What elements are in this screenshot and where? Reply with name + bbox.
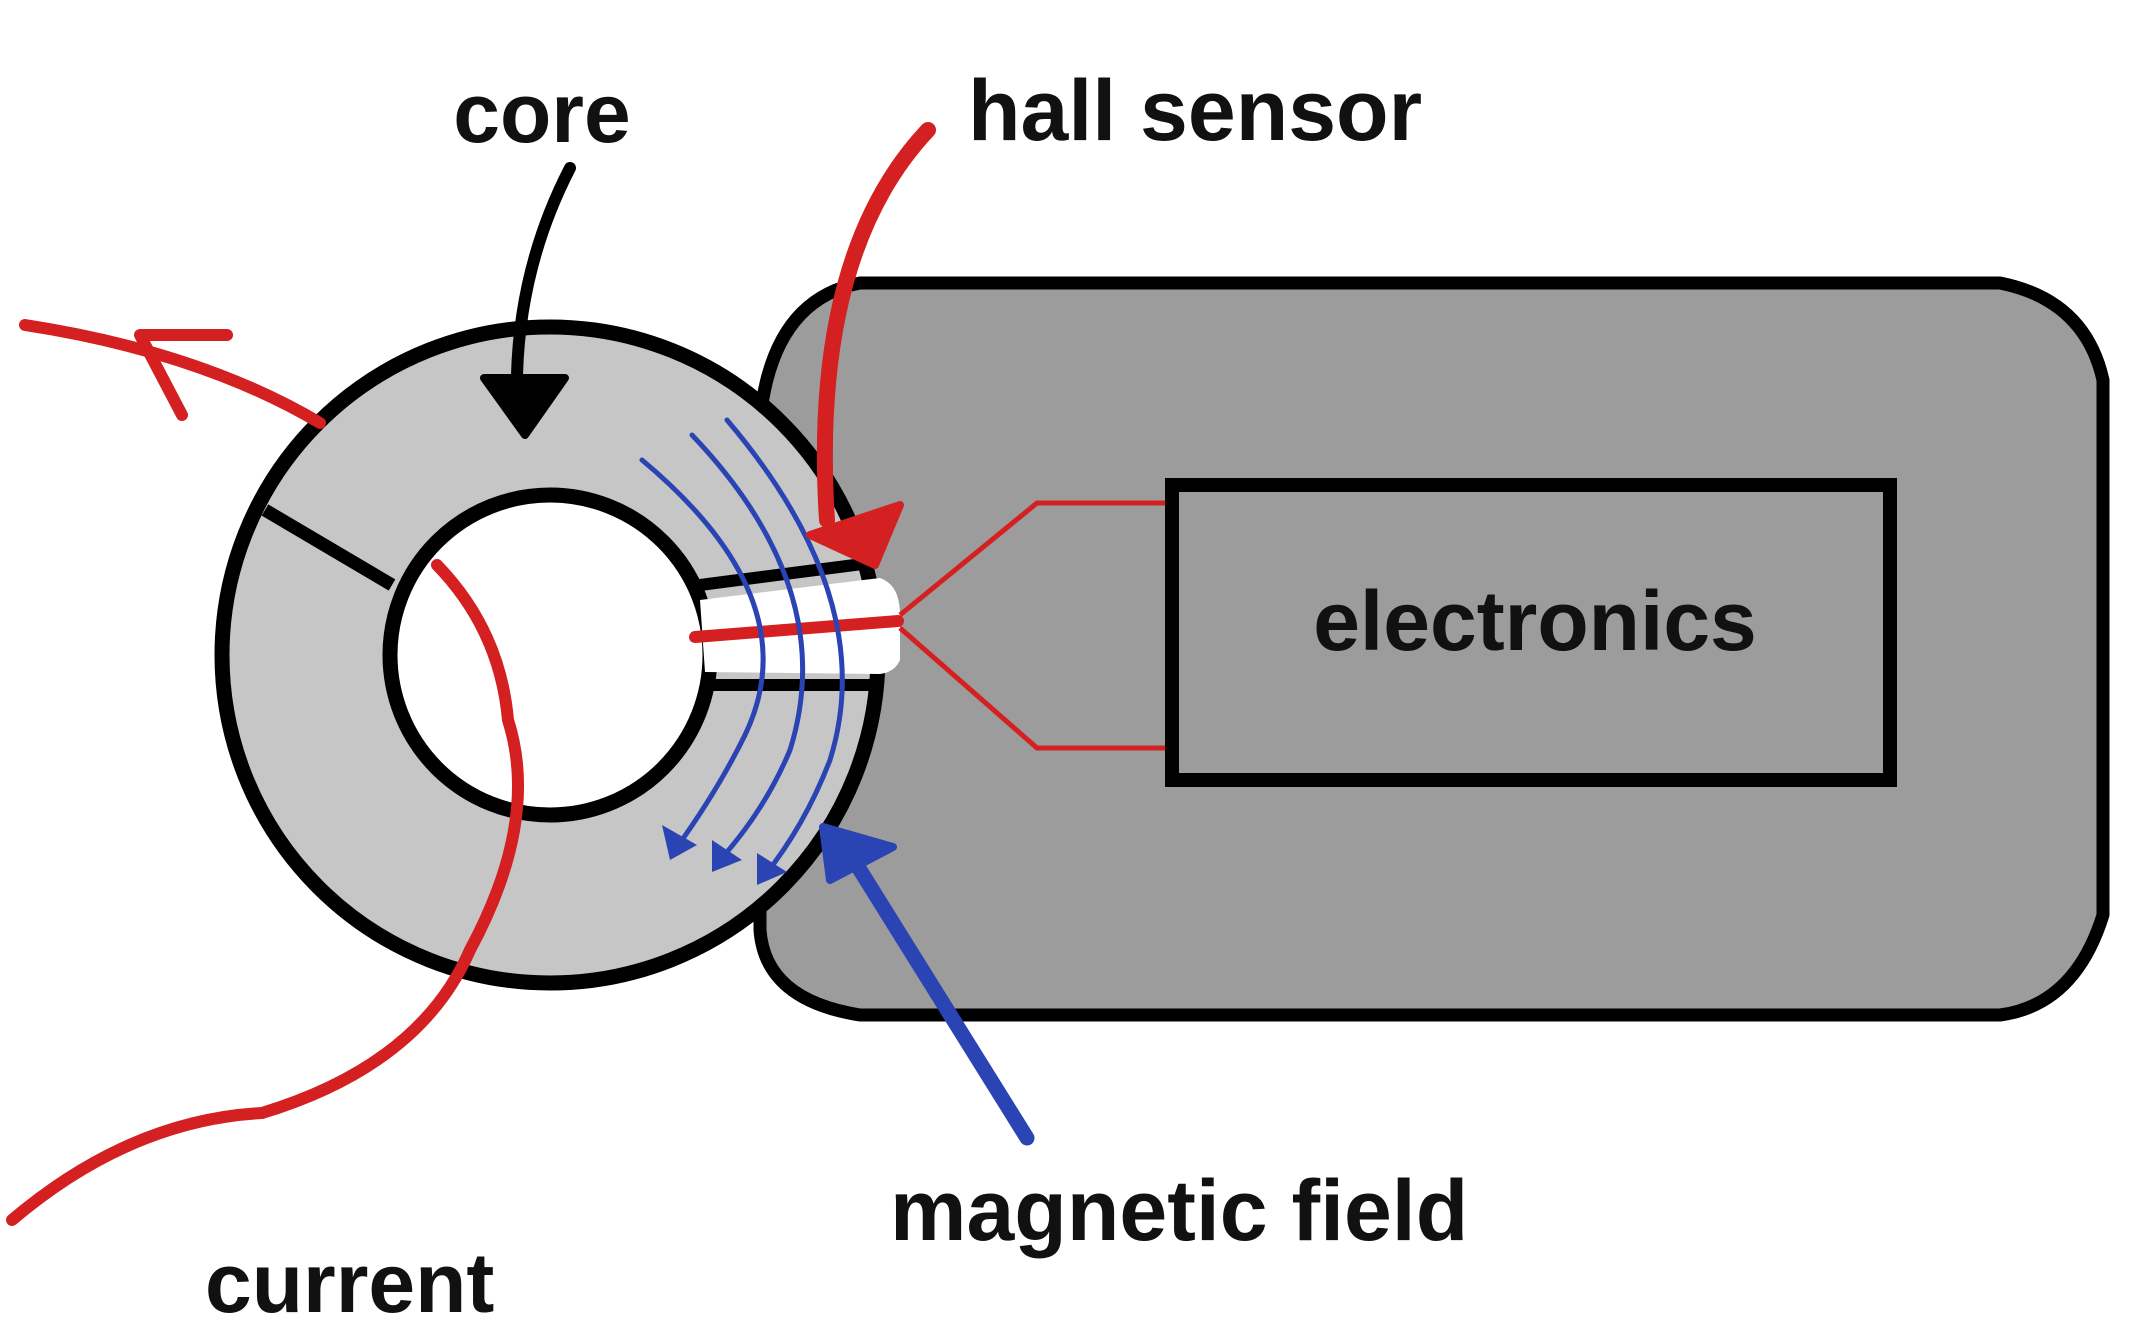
core-label: core [453,66,630,160]
hall-sensor-label: hall sensor [968,63,1422,159]
core-pointer-line [511,162,576,381]
arrow-down-icon [480,374,569,439]
current-label: current [205,1236,494,1330]
magnetic-field-label: magnetic field [890,1163,1468,1259]
arrowhead-icon [662,825,697,860]
arrowhead-icon [134,329,233,421]
magnetic-field-lines [639,417,845,878]
field-pointer-line [847,854,1035,1146]
electronics-box [1165,478,1897,787]
arrowhead-icon [757,853,787,885]
hall-pointer-line [816,122,936,528]
arrow-up-left-icon [819,823,897,884]
arrowhead-icon [712,840,742,872]
core-split-line [261,504,396,591]
electronics-label: electronics [1313,574,1757,668]
core-hole [382,487,718,823]
current-wire-exit [19,319,326,429]
current-wire [6,559,525,1226]
curved-arrow-icon [806,501,904,569]
field-line-inner [639,457,766,850]
field-line-middle [689,432,806,863]
sensor-wire-bottom [898,626,1170,751]
field-line-outer [724,417,845,878]
hall-sensor-element [689,615,904,643]
sensor-wire-top [898,500,1170,617]
field-arrowheads [662,825,787,885]
